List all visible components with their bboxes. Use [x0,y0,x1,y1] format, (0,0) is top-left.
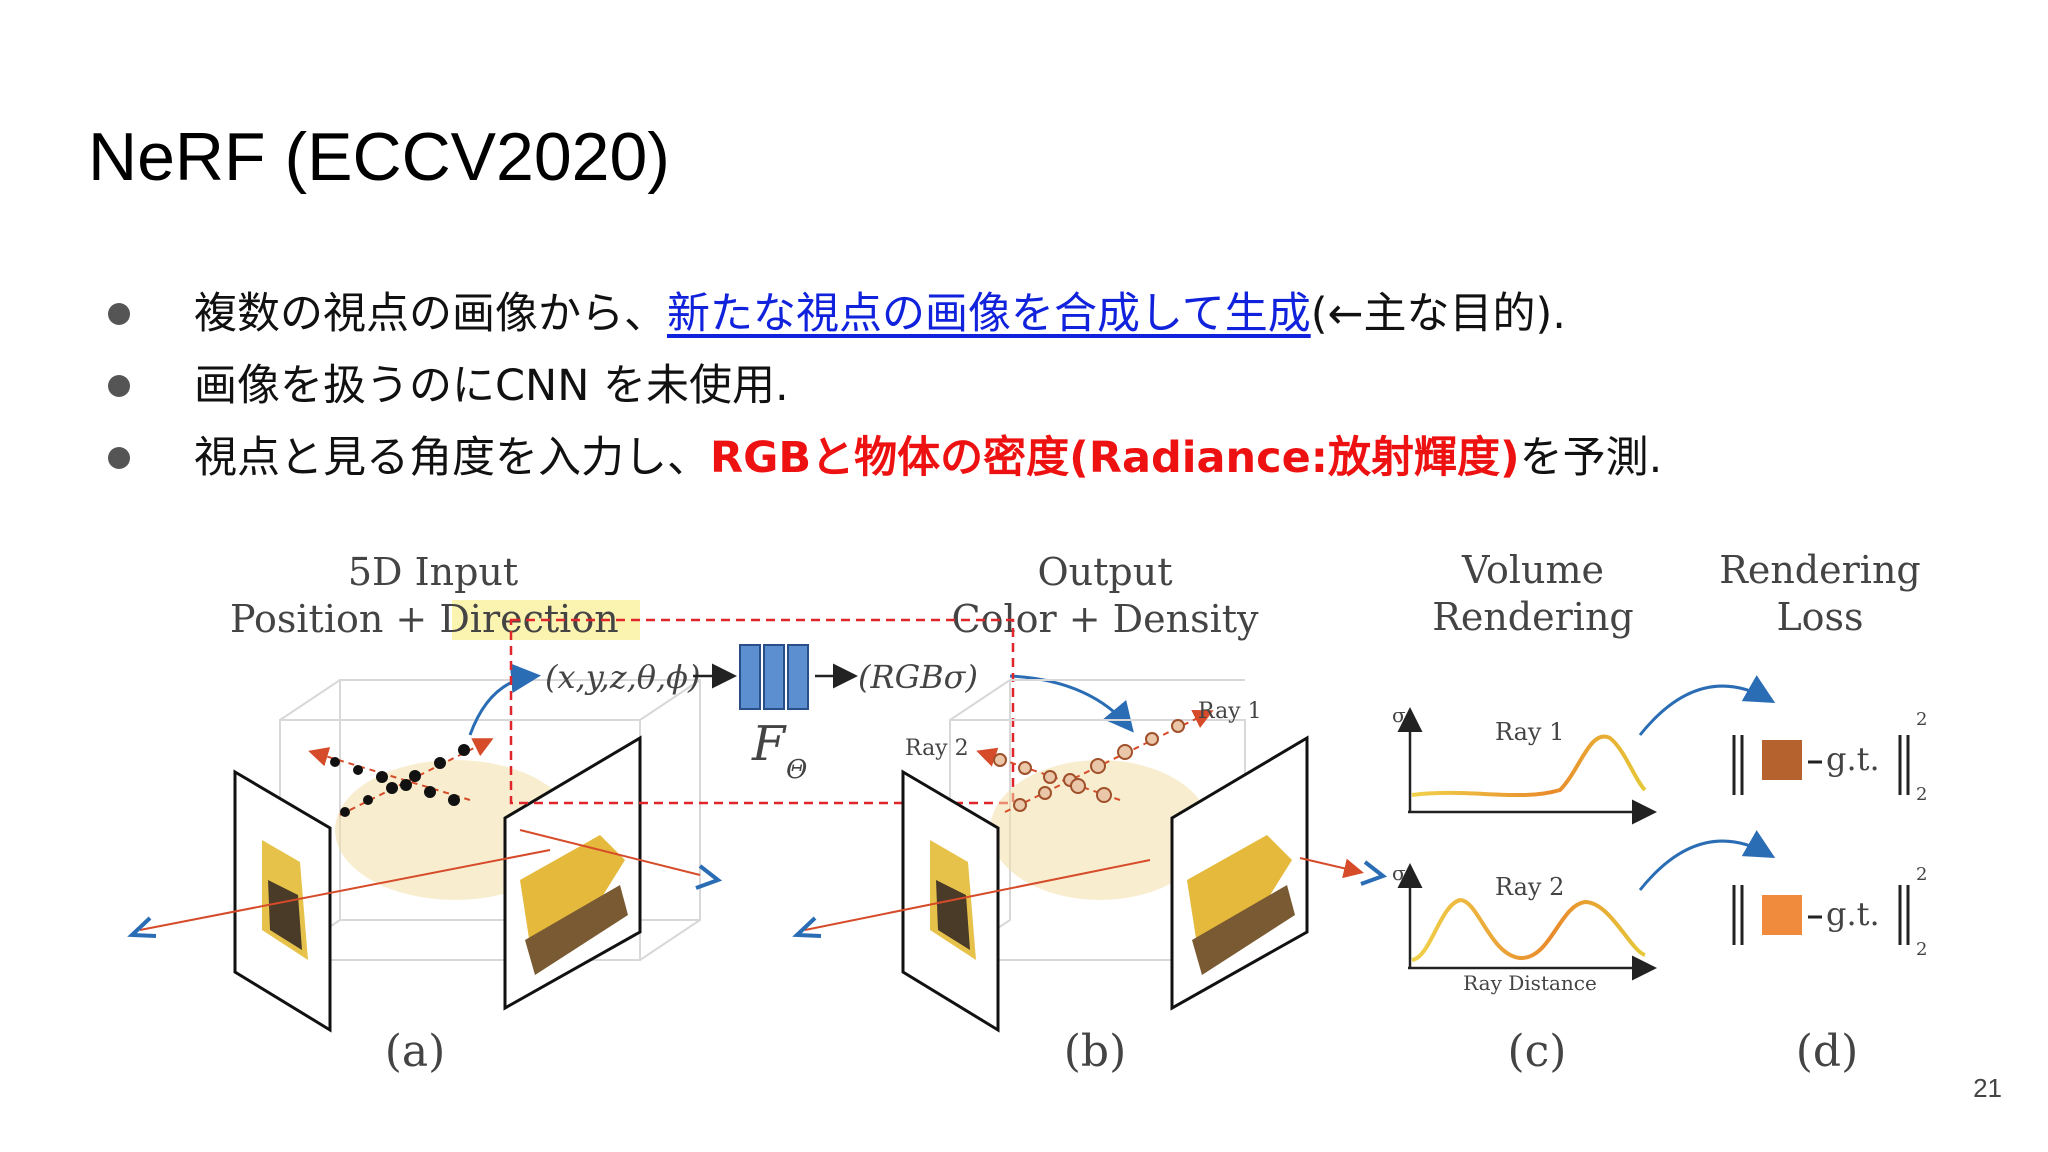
camera-left-icon [127,916,157,938]
panel-label-c: (c) [1508,1026,1567,1077]
image-plane-right-b [1170,735,1309,1011]
loss-row-2: g.t. 2 2 [1732,864,1927,960]
ray1-label-c: Ray 1 [1495,718,1564,746]
sample-points-colored [993,719,1185,812]
output-tuple: (RGBσ) [858,658,978,696]
bullet-text-plain: を予測. [1519,433,1663,483]
camera-right-icon [1360,860,1388,886]
col-c-title: Volume [1461,548,1604,592]
camera-right-icon [695,864,723,890]
col-d-title: Rendering [1719,548,1921,592]
network-icon [739,644,809,710]
ray-line [139,849,551,931]
network-subscript: Θ [786,755,807,785]
panel-label-a: (a) [385,1026,446,1077]
ray-line [1299,857,1364,879]
ray1-density-curve [1411,734,1647,798]
bullet-text-plain: 視点と見る角度を入力し、 [194,433,710,483]
ray1-label-b: Ray 1 [1198,699,1262,724]
panel-b: Ray 1 Ray 2 [792,679,1388,1033]
col-a-subtitle-left: Position + [230,597,439,641]
bullet-text: 画像を扱うのにCNN を未使用. [194,361,789,411]
output-arrow [1009,674,1134,733]
norm-sub: 2 [1916,939,1927,960]
bullet-text: 複数の視点の画像から、新たな視点の画像を合成して生成(←主な目的). [194,278,1566,350]
ray2-label-c: Ray 2 [1495,873,1564,901]
highlight-box [509,618,1015,805]
bullet-text: 視点と見る角度を入力し、RGBと物体の密度(Radiance:放射輝度)を予測. [194,422,1662,494]
col-c-subtitle: Rendering [1432,595,1634,639]
ray-line [519,829,701,876]
image-plane-left-a [233,769,332,1033]
pixel-color-1 [1762,740,1802,780]
bullet-emphasis: RGBと物体の密度(Radiance:放射輝度) [710,433,1520,483]
bullet-text-plain: (←主な目的). [1310,289,1566,339]
panel-a [127,663,723,1033]
sample-points [330,744,470,817]
bullet-dot-icon [108,447,130,469]
ray2-label-b: Ray 2 [905,736,969,761]
bullet-dot-icon [108,375,130,397]
col-d-subtitle: Loss [1776,595,1863,639]
loss-arrow-bottom [1638,830,1776,891]
bullet-text-plain: 複数の視点の画像から、 [194,289,667,339]
loss-arrow-top [1638,675,1776,736]
ray2-density-curve [1411,897,1646,962]
panel-label-d: (d) [1796,1026,1859,1077]
panel-d: g.t. 2 2 g.t. 2 2 [1638,675,1927,960]
image-plane-right-a [503,735,642,1011]
camera-left-icon [792,916,822,938]
sigma-label: σ [1392,861,1406,885]
col-b-title: Output [1038,550,1173,594]
gt-label: g.t. [1826,895,1880,933]
slide-title: NeRF (ECCV2020) [88,119,670,195]
input-arrow [468,663,541,736]
ray-line [804,859,1151,931]
page-number: 21 [1973,1073,2002,1103]
col-b-subtitle: Color + Density [952,597,1260,641]
gt-label: g.t. [1826,740,1880,778]
pixel-color-2 [1762,895,1802,935]
ray-distance-label: Ray Distance [1463,971,1597,995]
network-label: F [751,716,787,772]
bullet-dot-icon [108,303,130,325]
input-tuple: (x,y,z,θ,ϕ) [545,658,700,696]
loss-row-1: g.t. 2 2 [1732,709,1927,805]
panel-label-b: (b) [1064,1026,1127,1077]
norm-sub: 2 [1916,784,1927,805]
norm-sup: 2 [1916,864,1927,885]
col-a-title: 5D Input [348,550,518,594]
norm-sup: 2 [1916,709,1927,730]
panel-c: σ Ray 1 σ Ray 2 Ray Distance [1392,703,1657,995]
sigma-label: σ [1392,703,1406,727]
synthesis-link[interactable]: 新たな視点の画像を合成して生成 [667,289,1311,339]
